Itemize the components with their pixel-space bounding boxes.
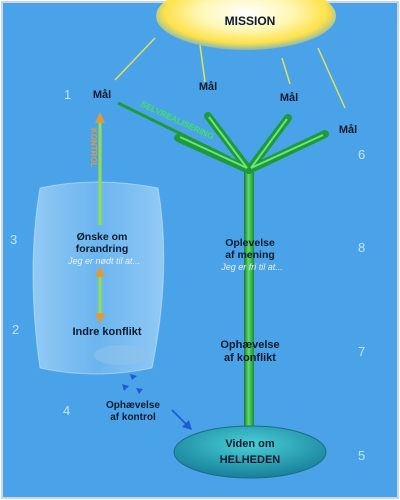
step-number: 2 (12, 322, 19, 337)
mission-title: MISSION (225, 14, 276, 28)
wish-line1: Ønske om (77, 231, 128, 243)
step-number: 4 (63, 403, 70, 418)
plant-branch (174, 134, 253, 174)
kontrol-head-up (95, 112, 105, 123)
scatter-arrow (130, 374, 137, 380)
goal-label: Mål (93, 89, 111, 101)
step-number: 3 (10, 232, 17, 247)
wholeness-oval (173, 425, 327, 479)
sun-glow (156, 0, 336, 50)
kontrol-label: KONTROL (89, 128, 98, 168)
inner-conflict: Indre konflikt (72, 326, 141, 338)
lift-control-line1: Ophævelse (106, 400, 160, 411)
wish-sub: Jeg er nødt til at... (67, 256, 140, 266)
conflict-jar (32, 181, 165, 375)
kontrol-head-down (95, 313, 105, 324)
goal-label: Mål (339, 124, 357, 136)
scatter-arrows (122, 374, 143, 394)
sun-rays (114, 37, 346, 109)
sun-ray (199, 44, 206, 83)
plant-branch-highlight (250, 134, 324, 169)
plant-stem (244, 168, 254, 430)
sun-ray (317, 47, 346, 109)
base-line2: HELHEDEN (220, 454, 281, 466)
lift-control-line2: af kontrol (110, 412, 156, 423)
goal-label: Mål (280, 92, 298, 104)
scatter-arrow (122, 384, 129, 391)
goal-label: Mål (199, 81, 217, 93)
meaning-line2: af mening (225, 249, 275, 261)
lift-control-arrow (171, 409, 189, 427)
plant-branch-highlight (179, 136, 248, 169)
plant (174, 112, 329, 430)
sun-ray (281, 57, 291, 85)
jar-shadow (94, 345, 150, 365)
step-number: 5 (358, 448, 365, 463)
step-number: 8 (358, 240, 365, 255)
plant-branch-highlight (250, 118, 288, 169)
base-line1: Viden om (225, 438, 275, 450)
lift-conflict-line1: Ophævelse (220, 339, 279, 351)
step-number: 7 (358, 344, 365, 359)
lift-conflict-line2: af konflikt (224, 352, 276, 364)
sun-ray (114, 37, 156, 81)
kontrol-arrow: KONTROL (89, 112, 105, 324)
meaning-sub: Jeg er fri til at... (220, 262, 283, 272)
lift-control-arrowhead (182, 420, 192, 430)
meaning-line1: Oplevelse (225, 237, 275, 249)
kontrol-head-mid-up (95, 266, 105, 277)
plant-branch-highlight (208, 116, 248, 169)
scatter-arrow (136, 388, 143, 394)
step-number: 6 (358, 147, 365, 162)
step-number: 1 (64, 87, 71, 102)
wish-line2: forandring (76, 243, 129, 255)
